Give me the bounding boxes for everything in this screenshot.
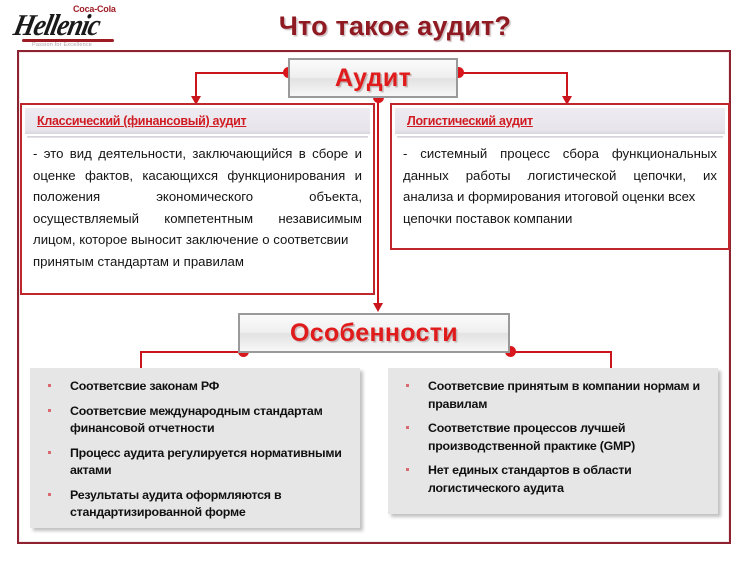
page-title: Что такое аудит? xyxy=(278,11,512,41)
definition-right-header-label: Логистический аудит xyxy=(407,114,533,128)
connector-audit-right-horizontal xyxy=(458,72,568,74)
definition-left-body-text: - это вид деятельности, заключающийся в … xyxy=(33,146,362,247)
definition-right-body-text: - системный процесс сбора функциональных… xyxy=(403,146,717,204)
connector-audit-left-arrowhead xyxy=(191,96,201,105)
node-features[interactable]: Особенности xyxy=(238,313,510,353)
connector-audit-features-arrowhead xyxy=(373,303,383,312)
connector-dot-features-right xyxy=(505,346,516,357)
list-item: Соответсвие законам РФ xyxy=(42,378,350,396)
logo-underline xyxy=(22,39,114,42)
definition-card-logistics-audit: Логистический аудит - системный процесс … xyxy=(390,103,730,250)
definition-right-body: - системный процесс сбора функциональных… xyxy=(392,134,728,229)
list-item: Результаты аудита оформляются в стандарт… xyxy=(42,487,350,522)
list-item: Процесс аудита регулируется нормативными… xyxy=(42,445,350,480)
bullet-list-left: Соответсвие законам РФ Соответсвие между… xyxy=(30,368,360,522)
node-audit[interactable]: Аудит xyxy=(288,58,458,98)
list-item: Соответсвие международным стандартам фин… xyxy=(42,403,350,438)
definition-right-header-rule xyxy=(397,136,723,138)
definition-left-header-label: Классический (финансовый) аудит xyxy=(37,114,247,128)
connector-audit-left-vertical xyxy=(195,72,197,101)
definition-left-body: - это вид деятельности, заключающийся в … xyxy=(22,134,373,272)
definition-right-header: Логистический аудит xyxy=(395,108,725,138)
list-item: Соответствие процессов лучшей производст… xyxy=(400,420,708,455)
definition-card-classic-audit: Классический (финансовый) аудит - это ви… xyxy=(20,103,375,295)
list-item: Нет единых стандартов в области логистич… xyxy=(400,462,708,497)
connector-audit-right-vertical xyxy=(566,72,568,101)
definition-left-header: Классический (финансовый) аудит xyxy=(25,108,370,138)
node-features-label: Особенности xyxy=(290,318,458,347)
connector-features-left-horizontal xyxy=(140,351,244,353)
definition-right-body-text-last: цепочки поставок компании xyxy=(403,210,573,226)
bullet-panel-classic-audit: Соответсвие законам РФ Соответсвие между… xyxy=(30,368,360,528)
connector-features-left-vertical xyxy=(140,351,142,373)
connector-audit-right-arrowhead xyxy=(562,96,572,105)
logo-script-text: Hellenic xyxy=(10,8,103,42)
connector-audit-features-vertical xyxy=(377,98,379,306)
logo-tagline-text: Passion for Excellence xyxy=(32,42,93,48)
connector-features-right-horizontal xyxy=(510,351,612,353)
connector-dot-audit-right xyxy=(453,67,464,78)
bullet-panel-logistics-audit: Соответсвие принятым в компании нормам и… xyxy=(388,368,718,514)
list-item: Соответсвие принятым в компании нормам и… xyxy=(400,378,708,413)
definition-left-header-rule xyxy=(27,136,368,138)
node-audit-label: Аудит xyxy=(334,63,412,92)
bullet-list-right: Соответсвие принятым в компании нормам и… xyxy=(388,368,718,497)
definition-left-body-text-last: принятым стандартам и правилам xyxy=(33,253,244,269)
logo-brand-text: Coca-Cola xyxy=(73,4,116,14)
connector-features-right-vertical xyxy=(610,351,612,373)
coca-cola-hellenic-logo: Coca-Cola Hellenic Passion for Excellenc… xyxy=(11,2,128,48)
connector-audit-left-horizontal xyxy=(195,72,293,74)
